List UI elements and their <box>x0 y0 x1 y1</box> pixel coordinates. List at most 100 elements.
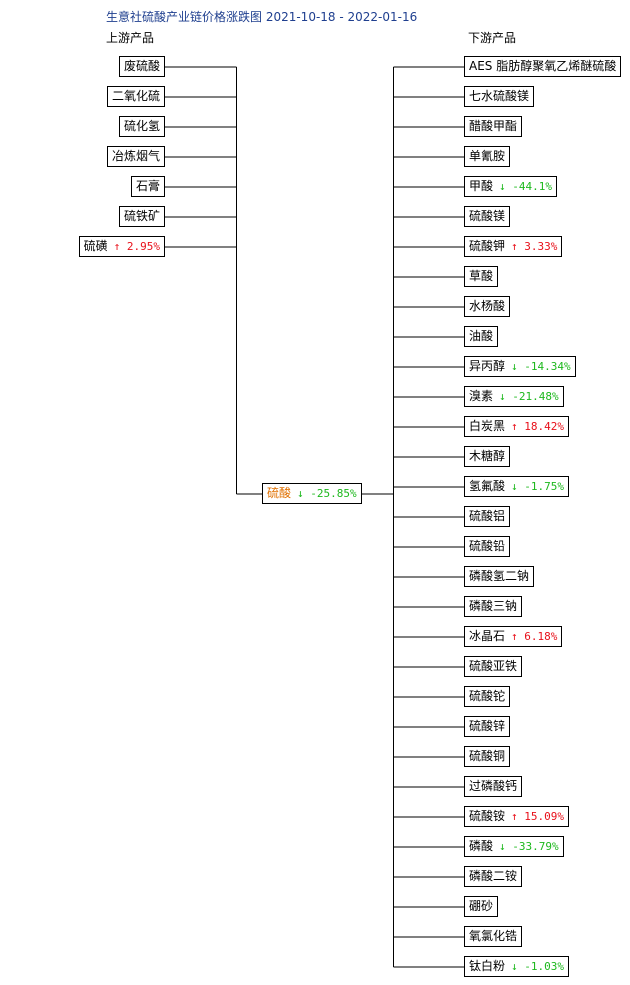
center-node-change: ↓ -25.85% <box>297 487 357 500</box>
downstream-node-change: ↓ -21.48% <box>499 390 559 403</box>
downstream-node[interactable]: 氧氯化锆 <box>464 926 523 947</box>
downstream-node-name: 溴素 <box>469 389 494 403</box>
downstream-node[interactable]: 单氰胺 <box>464 146 511 167</box>
downstream-node[interactable]: 硫酸钾↑ 3.33% <box>464 236 563 257</box>
downstream-node[interactable]: 过磷酸钙 <box>464 776 523 797</box>
downstream-node[interactable]: 硫酸锌 <box>464 716 511 737</box>
downstream-node[interactable]: 草酸 <box>464 266 499 287</box>
downstream-node[interactable]: 硫酸镁 <box>464 206 511 227</box>
upstream-node-name: 石膏 <box>135 179 160 193</box>
downstream-node[interactable]: 木糖醇 <box>464 446 511 467</box>
upstream-node-name: 冶炼烟气 <box>111 149 160 163</box>
upstream-node[interactable]: 冶炼烟气 <box>106 146 165 167</box>
upstream-node-name: 废硫酸 <box>123 59 160 73</box>
downstream-node-name: 草酸 <box>469 269 494 283</box>
upstream-node[interactable]: 硫磺 ↑ 2.95% <box>78 236 165 257</box>
downstream-node-name: 磷酸二铵 <box>469 869 518 883</box>
upstream-node-arrow: ↑ <box>113 240 121 253</box>
downstream-node-name: 单氰胺 <box>469 149 506 163</box>
downstream-node-name: 甲酸 <box>469 179 494 193</box>
downstream-node-name: 硫酸铅 <box>469 539 506 553</box>
downstream-node-change: ↓ -1.03% <box>511 960 564 973</box>
downstream-node[interactable]: 硫酸铅 <box>464 536 511 557</box>
center-node[interactable]: 硫酸 ↓ -25.85% <box>262 483 362 504</box>
downstream-node-change: ↑ 3.33% <box>511 240 557 253</box>
downstream-node-change: ↓ -1.75% <box>511 480 564 493</box>
downstream-node-name: 硫酸亚铁 <box>469 659 518 673</box>
downstream-node[interactable]: 硫酸铜 <box>464 746 511 767</box>
downstream-node-change-value: -21.48% <box>512 390 559 403</box>
downstream-node-change-value: 3.33% <box>524 240 558 253</box>
downstream-node[interactable]: 醋酸甲酯 <box>464 116 523 137</box>
downstream-node[interactable]: 硼砂 <box>464 896 499 917</box>
center-node-arrow: ↓ <box>297 487 304 500</box>
downstream-node-arrow: ↑ <box>511 810 518 823</box>
downstream-node[interactable]: 钛白粉 ↓ -1.03% <box>464 956 570 977</box>
downstream-node[interactable]: 油酸 <box>464 326 499 347</box>
downstream-node-change-value: -1.03% <box>524 960 565 973</box>
downstream-node-change-value: -44.1% <box>512 180 553 193</box>
downstream-node[interactable]: 七水硫酸镁 <box>464 86 535 107</box>
downstream-node[interactable]: 溴素 ↓ -21.48% <box>464 386 564 407</box>
chart-title: 生意社硫酸产业链价格涨跌图 2021-10-18 - 2022-01-16 <box>106 10 418 24</box>
downstream-node-arrow: ↓ <box>511 360 518 373</box>
upstream-header: 上游产品 <box>106 31 155 45</box>
downstream-node[interactable]: 磷酸三钠 <box>464 596 523 617</box>
center-node-name: 硫酸 <box>267 486 292 500</box>
downstream-node-name: 磷酸三钠 <box>469 599 518 613</box>
downstream-node-change-value: 6.18% <box>524 630 558 643</box>
downstream-node-name: 硫酸镁 <box>469 209 506 223</box>
downstream-node-name: 木糖醇 <box>469 449 506 463</box>
upstream-node-change-value: 2.95% <box>126 240 160 253</box>
downstream-node[interactable]: 水杨酸 <box>464 296 511 317</box>
upstream-node-name: 二氧化硫 <box>111 89 160 103</box>
upstream-node[interactable]: 二氧化硫 <box>106 86 165 107</box>
downstream-node[interactable]: 磷酸↓ -33.79% <box>464 836 564 857</box>
downstream-node[interactable]: 冰晶石 ↑ 6.18% <box>464 626 563 647</box>
downstream-node-name: 白炭黑 <box>469 419 506 433</box>
downstream-node-name: 过磷酸钙 <box>469 779 518 793</box>
downstream-node[interactable]: 硫酸铝 <box>464 506 511 527</box>
downstream-node-name: 水杨酸 <box>469 299 506 313</box>
downstream-node-name: 硫酸锌 <box>469 719 506 733</box>
downstream-node-change: ↑ 15.09% <box>511 810 564 823</box>
downstream-node[interactable]: 磷酸二铵 <box>464 866 523 887</box>
downstream-node-name: 钛白粉 <box>469 959 506 973</box>
downstream-node-name: 氧氯化锆 <box>469 929 518 943</box>
downstream-node-name: 冰晶石 <box>469 629 506 643</box>
downstream-node-change-value: -1.75% <box>524 480 565 493</box>
downstream-node-change: ↑ 18.42% <box>511 420 564 433</box>
upstream-node[interactable]: 硫铁矿 <box>118 206 165 227</box>
downstream-node-arrow: ↓ <box>499 180 506 193</box>
downstream-node-name: 异丙醇 <box>469 359 506 373</box>
downstream-node[interactable]: 甲酸 ↓ -44.1% <box>464 176 558 197</box>
downstream-node[interactable]: 硫酸铊 <box>464 686 511 707</box>
downstream-node-arrow: ↑ <box>511 420 518 433</box>
downstream-header: 下游产品 <box>468 31 517 45</box>
downstream-node-change: ↑ 6.18% <box>511 630 557 643</box>
upstream-node[interactable]: 硫化氢 <box>118 116 165 137</box>
downstream-node-arrow: ↓ <box>499 840 506 853</box>
center-node-change-value: -25.85% <box>310 487 357 500</box>
downstream-node[interactable]: 硫酸亚铁 <box>464 656 523 677</box>
downstream-node[interactable]: 磷酸氢二钠 <box>464 566 535 587</box>
downstream-node[interactable]: 异丙醇 ↓ -14.34% <box>464 356 576 377</box>
downstream-node-name: AES 脂肪醇聚氧乙烯醚硫酸 <box>469 59 617 73</box>
downstream-node[interactable]: 氢氟酸 ↓ -1.75% <box>464 476 570 497</box>
upstream-node[interactable]: 石膏 <box>130 176 165 197</box>
downstream-node-name: 氢氟酸 <box>469 479 506 493</box>
downstream-node-change-value: 15.09% <box>524 810 565 823</box>
upstream-node-change: ↑ 2.95% <box>114 240 160 253</box>
downstream-node[interactable]: 白炭黑 ↑ 18.42% <box>464 416 570 437</box>
downstream-node-name: 磷酸 <box>469 839 494 853</box>
downstream-node[interactable]: 硫酸铵↑ 15.09% <box>464 806 570 827</box>
downstream-node-change-value: -14.34% <box>524 360 571 373</box>
downstream-node[interactable]: AES 脂肪醇聚氧乙烯醚硫酸 <box>464 56 622 77</box>
upstream-node-name: 硫磺 <box>83 239 108 253</box>
upstream-node-name: 硫铁矿 <box>123 209 160 223</box>
downstream-node-name: 油酸 <box>469 329 494 343</box>
downstream-node-arrow: ↑ <box>511 240 518 253</box>
upstream-node[interactable]: 废硫酸 <box>118 56 165 77</box>
downstream-node-arrow: ↓ <box>499 390 506 403</box>
